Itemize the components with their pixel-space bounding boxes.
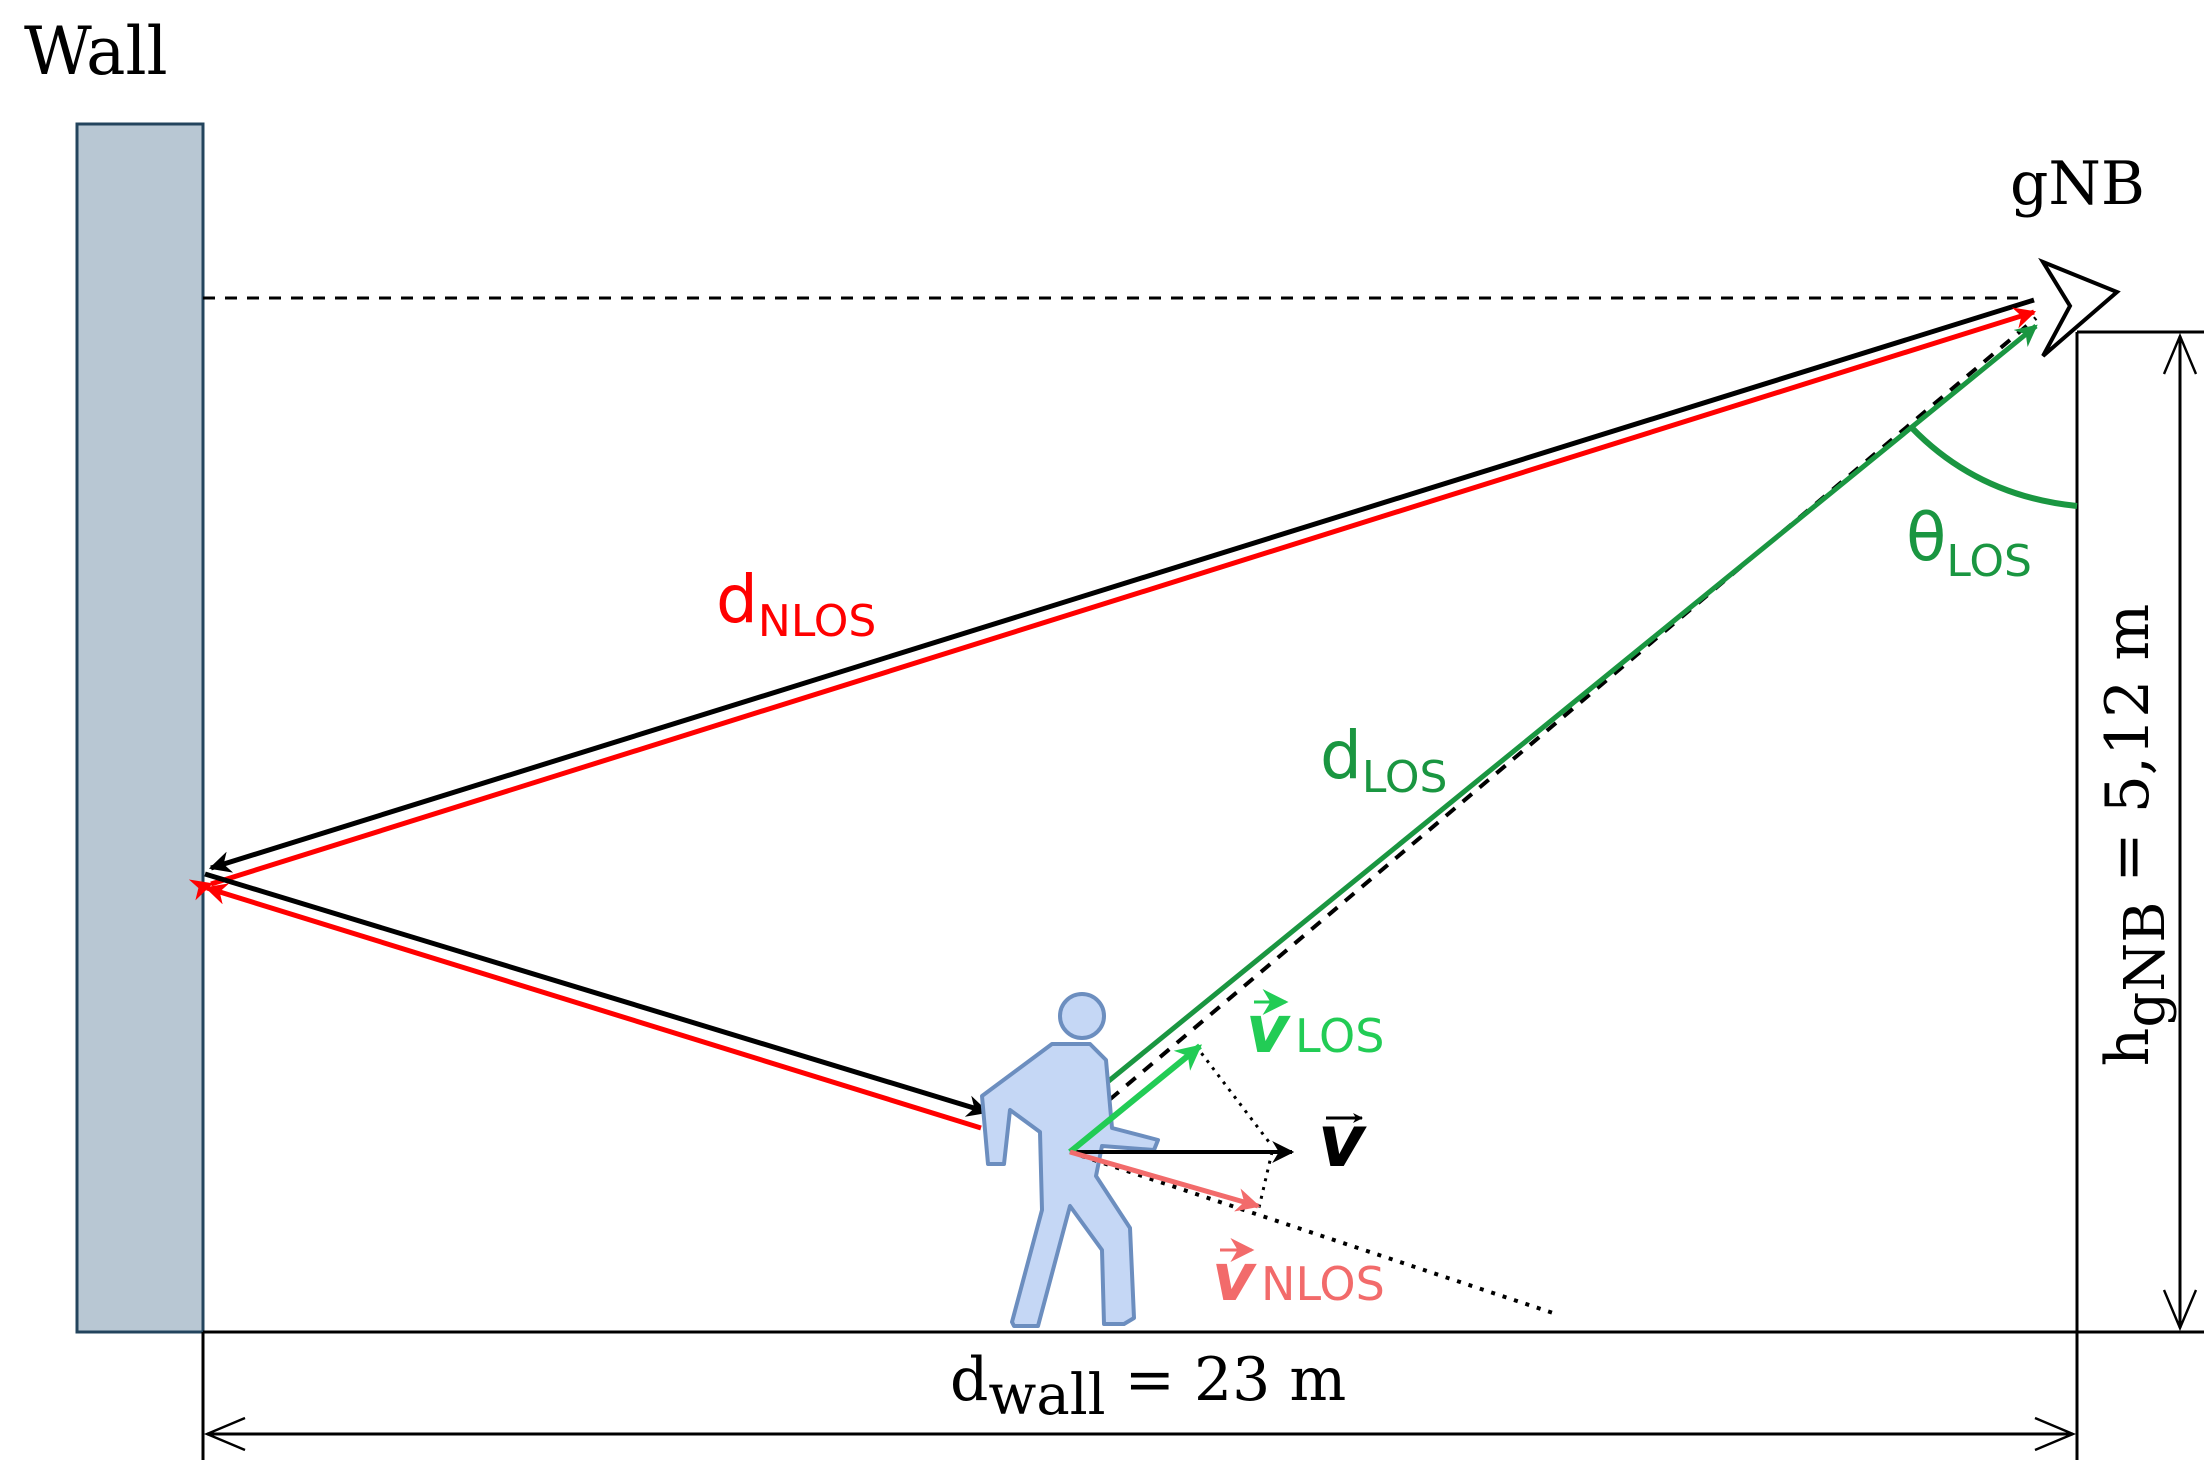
vlos-guide-dotted xyxy=(1194,1045,1274,1147)
height-label-main: h xyxy=(2093,1028,2163,1067)
wall-distance-label-value: = 23 m xyxy=(1106,1345,1347,1415)
theta-los-label-main: θ xyxy=(1906,499,1946,576)
velocity-los-label-sub: LOS xyxy=(1295,1009,1384,1063)
los-path xyxy=(1076,324,2038,1108)
theta-los-label: θLOS xyxy=(1906,499,2032,587)
velocity-nlos-label-main: v xyxy=(1212,1239,1257,1316)
gnb-antenna-icon xyxy=(2038,257,2121,358)
wall-distance-label-sub: wall xyxy=(988,1363,1105,1428)
height-dimension-label: hgNB = 5,12 m xyxy=(2093,604,2178,1067)
velocity-nlos-label-sub: NLOS xyxy=(1261,1257,1385,1311)
height-label-sub: gNB xyxy=(2113,902,2178,1028)
vnlos-guide-dotted xyxy=(1256,1151,1274,1213)
nlos-path-black-wall-to-user xyxy=(204,871,990,1117)
d-los-label-sub: LOS xyxy=(1362,752,1448,803)
los-path-dashed xyxy=(1074,316,2038,1130)
velocity-nlos-projection-line xyxy=(1069,1150,1557,1316)
height-label-value: = 5,12 m xyxy=(2093,604,2163,902)
velocity-label: v xyxy=(1318,1099,1367,1183)
d-los-label: dLOS xyxy=(1320,717,1447,803)
theta-los-arc xyxy=(1909,425,2078,509)
d-nlos-label-main: d xyxy=(716,561,758,638)
velocity-los-arrow xyxy=(1068,1043,1203,1155)
person-body xyxy=(980,1042,1160,1328)
nlos-path-black-gnb-to-wall xyxy=(208,297,2035,873)
gnb-label: gNB xyxy=(2010,149,2145,219)
d-los-label-main: d xyxy=(1320,717,1362,794)
user-person-icon xyxy=(980,992,1160,1328)
wall-distance-label: dwall = 23 m xyxy=(950,1345,1346,1428)
wall-label: Wall xyxy=(24,13,168,90)
d-nlos-label-sub: NLOS xyxy=(758,596,876,647)
nlos-path-red-wall-to-gnb xyxy=(188,307,2037,901)
velocity-label-text: v xyxy=(1318,1099,1367,1183)
nlos-path-red-wall-to-user xyxy=(204,883,982,1131)
theta-los-label-sub: LOS xyxy=(1946,536,2032,587)
velocity-nlos-arrow xyxy=(1069,1149,1261,1212)
wall-distance-label-main: d xyxy=(950,1345,988,1415)
velocity-los-label-main: v xyxy=(1246,991,1291,1068)
person-head xyxy=(1058,992,1106,1040)
wall xyxy=(75,122,205,1334)
d-nlos-label: dNLOS xyxy=(716,561,876,647)
